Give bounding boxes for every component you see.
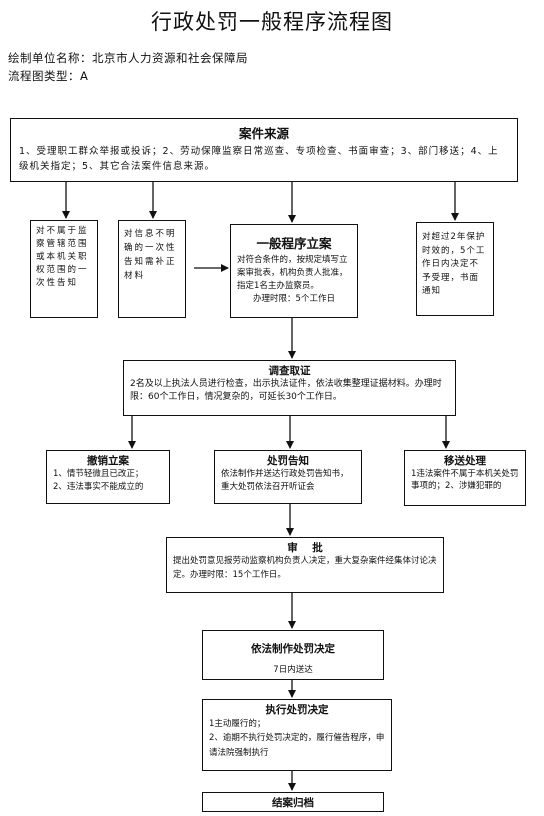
review-title: 审 批 [287, 542, 323, 554]
drawing-unit: 绘制单位名称：北京市人力资源和社会保障局 [8, 51, 248, 65]
page-title: 行政处罚一般程序流程图 [151, 10, 393, 34]
node-transfer: 移送处理 1违法案件不属于本机关处罚事项的；2、涉嫌犯罪的 [404, 450, 526, 506]
node-revoke-filing: 撤销立案 1、情节轻微且已改正； 2、违法事实不能成立的 [46, 450, 170, 504]
review-body: 提出处罚意见报劳动监察机构负责人决定，重大复杂案件经集体讨论决定。办理时限：15… [173, 556, 437, 580]
node-case-source: 案件来源 1、受理职工群众举报或投诉；2、劳动保障监察日常巡查、专项检查、书面审… [10, 118, 518, 182]
investigation-title: 调查取证 [268, 365, 311, 377]
node-unclear-info: 对信息不明确的一次性告知需补正材料 [118, 220, 186, 318]
node-not-jurisdiction: 对不属于监察管辖范围或本机关职权范围的一次性告知 [30, 220, 98, 318]
case-source-title: 案件来源 [238, 126, 289, 141]
not-jurisdiction-body: 对不属于监察管辖范围或本机关职权范围的一次性告知 [36, 226, 89, 288]
node-execute-decision: 执行处罚决定 1主动履行的； 2、逾期不执行处罚决定的，履行催告程序，申请法院强… [202, 699, 392, 771]
notice-title: 处罚告知 [267, 455, 309, 467]
revoke-line-1: 1、情节轻微且已改正； [53, 469, 144, 479]
filing-body: 对符合条件的，按规定填写立案审批表，机构负责人批准，指定1名主办监察员。 [237, 255, 348, 291]
node-investigation: 调查取证 2名及以上执法人员进行检查，出示执法证件，依法收集整理证据材料。办理时… [123, 360, 456, 416]
expired-body: 对超过2年保护时效的，5个工作日内决定不予受理，书面通知 [422, 232, 486, 296]
node-close-archive: 结案归档 [202, 792, 384, 812]
revoke-line-2: 2、违法事实不能成立的 [53, 482, 144, 492]
filing-title: 一般程序立案 [256, 236, 332, 251]
node-review: 审 批 提出处罚意见报劳动监察机构负责人决定，重大复杂案件经集体讨论决定。办理时… [166, 537, 444, 593]
transfer-body: 1违法案件不属于本机关处罚事项的；2、涉嫌犯罪的 [411, 469, 519, 491]
investigation-body: 2名及以上执法人员进行检查，出示执法证件，依法收集整理证据材料。办理时限：60个… [130, 379, 442, 402]
transfer-title: 移送处理 [444, 455, 486, 467]
filing-time: 办理时限：5个工作日 [253, 294, 335, 304]
execution-line-1: 1主动履行的； [209, 719, 266, 729]
unclear-info-body: 对信息不明确的一次性告知需补正材料 [124, 229, 177, 281]
decision-title: 依法制作处罚决定 [251, 643, 335, 655]
node-penalty-decision: 依法制作处罚决定 7日内送达 [202, 630, 384, 680]
revoke-title: 撤销立案 [87, 455, 129, 467]
execution-line-2: 2、逾期不执行处罚决定的，履行催告程序，申请法院强制执行 [209, 733, 385, 758]
decision-body: 7日内送达 [273, 665, 313, 675]
node-general-filing: 一般程序立案 对符合条件的，按规定填写立案审批表，机构负责人批准，指定1名主办监… [230, 224, 358, 318]
node-expired: 对超过2年保护时效的，5个工作日内决定不予受理，书面通知 [416, 222, 494, 316]
close-title: 结案归档 [272, 797, 314, 809]
case-source-body: 1、受理职工群众举报或投诉；2、劳动保障监察日常巡查、专项检查、书面审查；3、部… [19, 146, 499, 172]
execution-title: 执行处罚决定 [265, 704, 329, 716]
chart-type: 流程图类型：A [8, 69, 89, 83]
notice-body: 依法制作并送达行政处罚告知书，重大处罚依法召开听证会 [221, 469, 349, 492]
node-penalty-notice: 处罚告知 依法制作并送达行政处罚告知书，重大处罚依法召开听证会 [214, 450, 362, 504]
